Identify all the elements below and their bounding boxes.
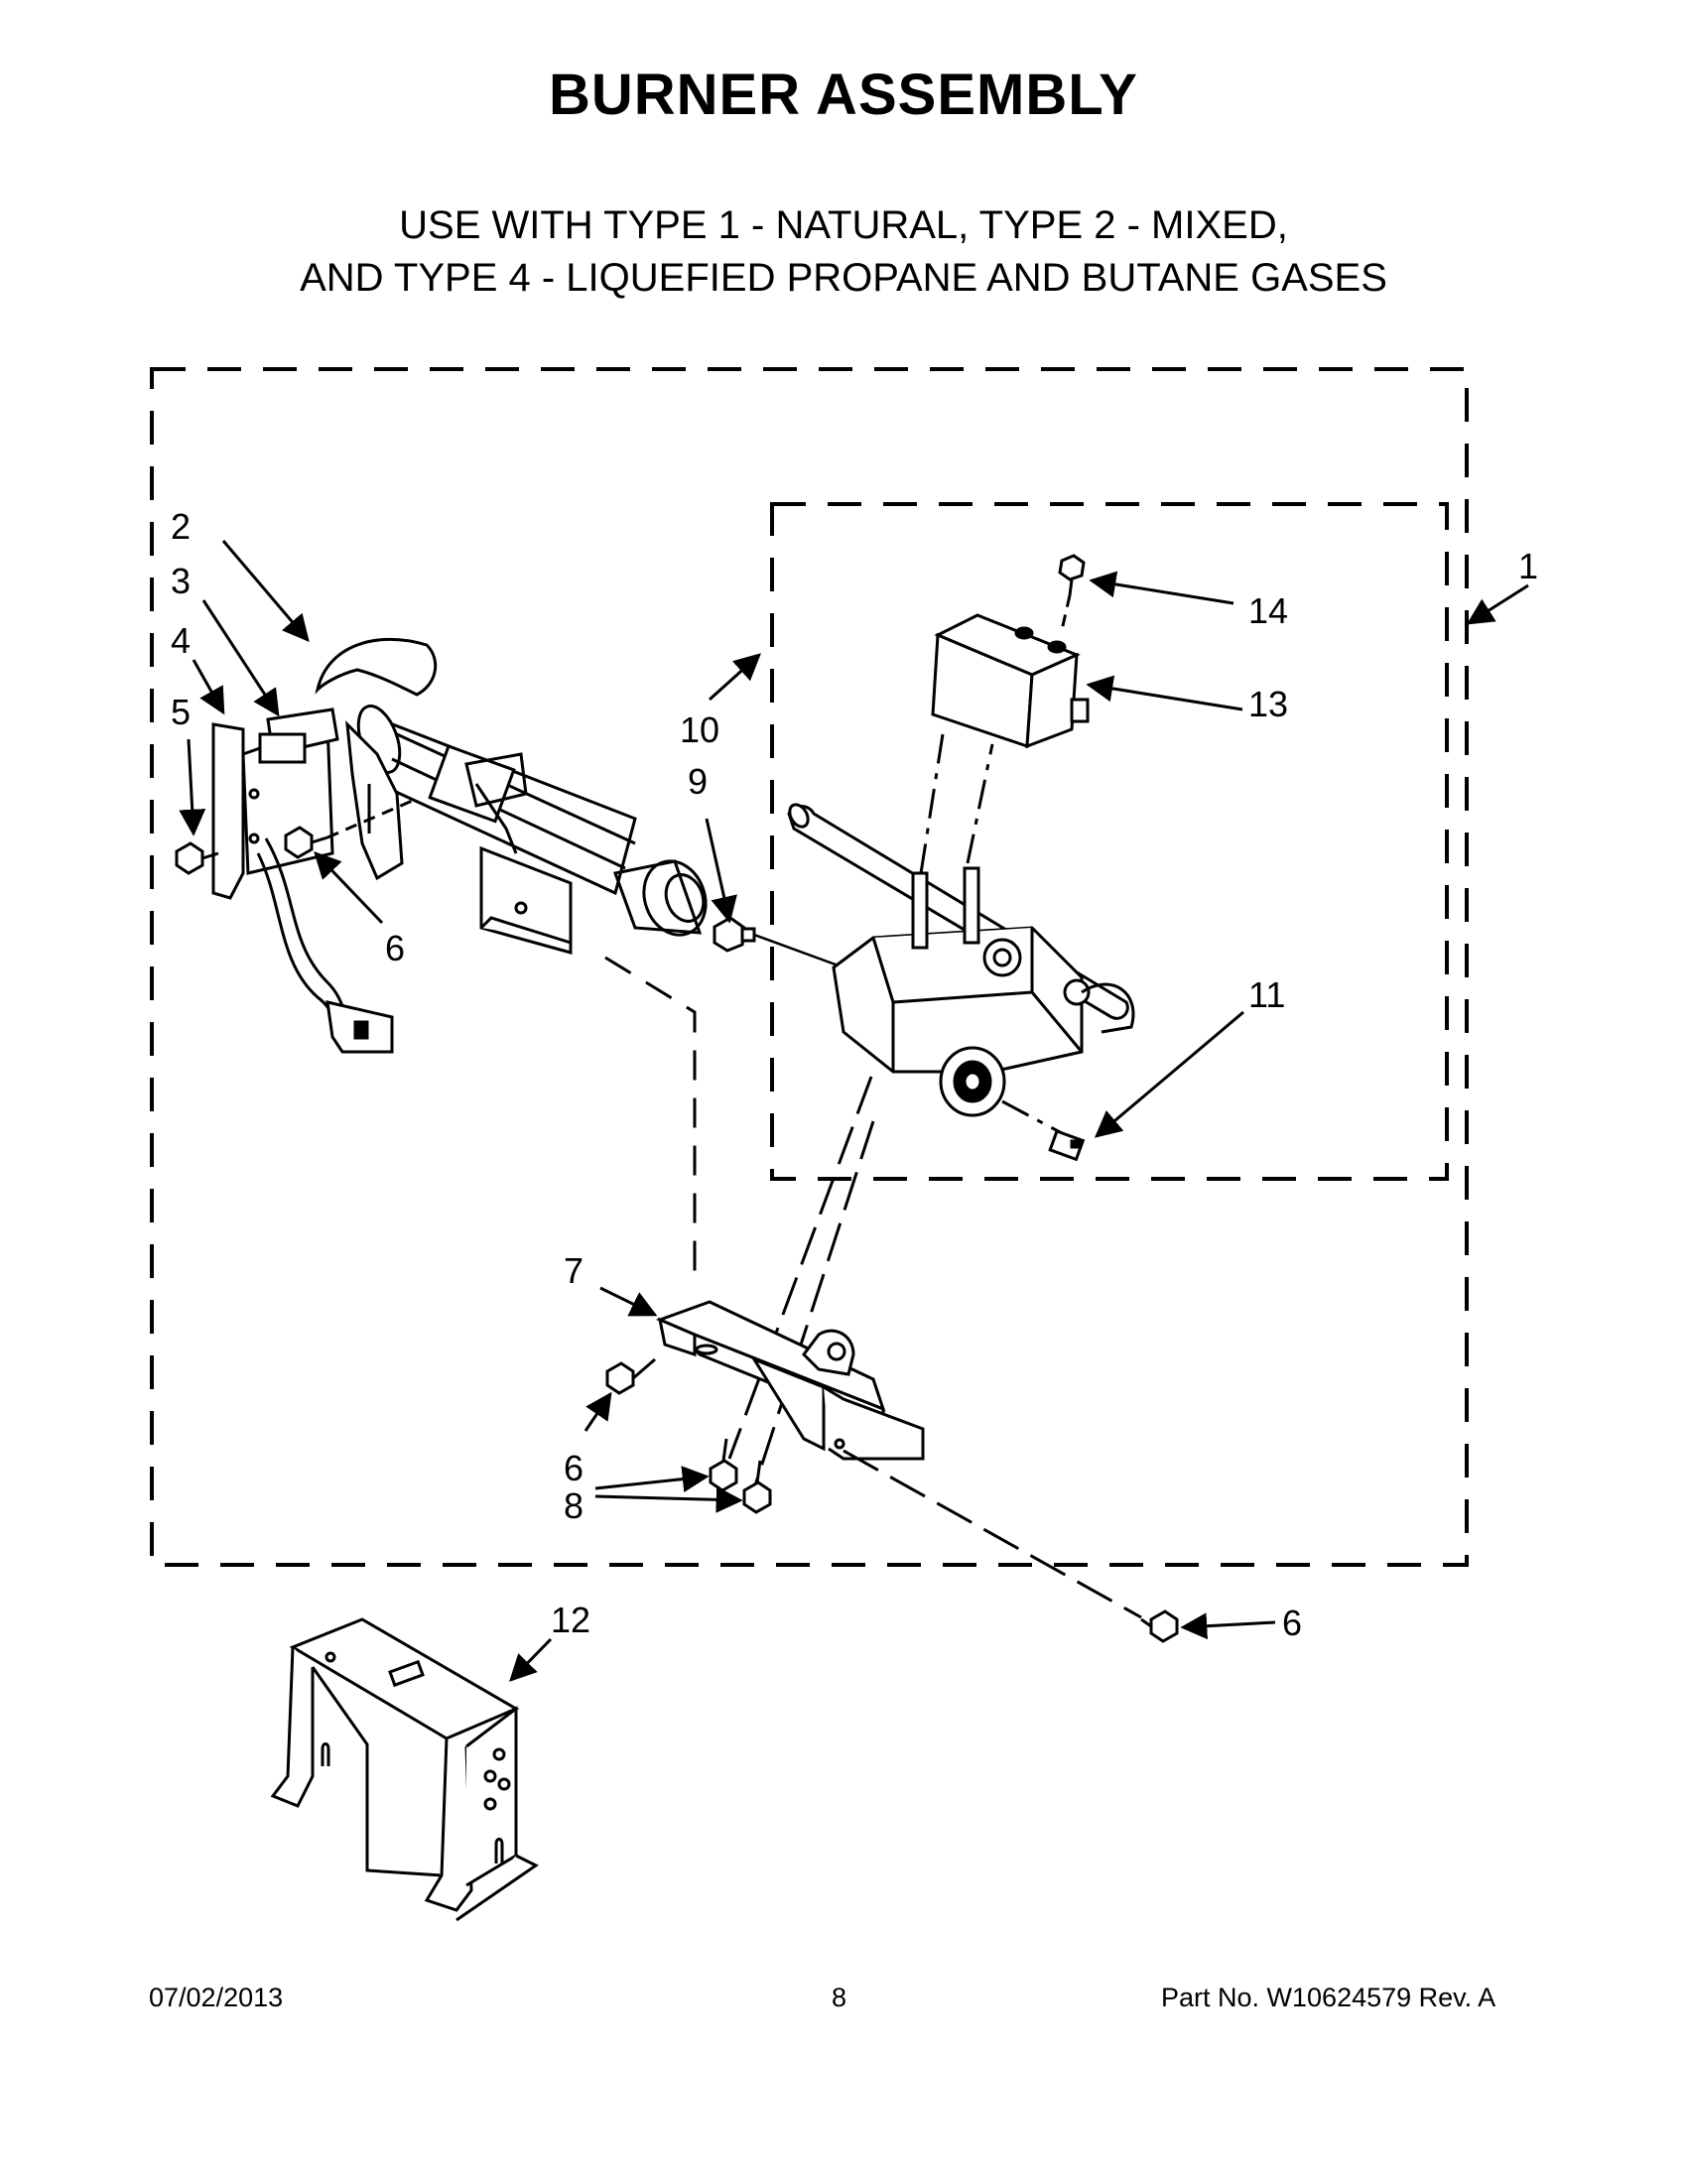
- subtitle-line-2: AND TYPE 4 - LIQUEFIED PROPANE AND BUTAN…: [300, 256, 1387, 300]
- callout-6-right: 6: [1282, 1603, 1302, 1643]
- callout-1: 1: [1518, 546, 1538, 586]
- footer-date: 07/02/2013: [149, 1983, 284, 2012]
- callout-2: 2: [171, 506, 191, 547]
- screw-6-right: [1140, 1609, 1179, 1643]
- callout-13: 13: [1248, 684, 1288, 724]
- callout-6-bracket: 6: [564, 1448, 584, 1488]
- screw-6-bracket: [605, 1357, 656, 1395]
- callout-4: 4: [171, 620, 191, 661]
- screw-14: [1058, 554, 1086, 596]
- footer-part-number: Part No. W10624579 Rev. A: [1161, 1983, 1496, 2012]
- inner-valve-boundary: [770, 502, 1449, 1181]
- callout-11: 11: [1248, 974, 1285, 1015]
- callout-14: 14: [1248, 590, 1288, 631]
- footer-page-number: 8: [832, 1983, 847, 2012]
- screw-8-b: [742, 1460, 772, 1514]
- mount-line-sensor: [604, 956, 697, 1280]
- page-title: BURNER ASSEMBLY: [548, 63, 1138, 127]
- outer-assembly-boundary: [150, 367, 1469, 1567]
- valve-connector: [1048, 1129, 1086, 1162]
- subtitle-line-1: USE WITH TYPE 1 - NATURAL, TYPE 2 - MIXE…: [399, 203, 1288, 247]
- screw-6-left: [284, 826, 328, 859]
- sensor-plate: [474, 783, 573, 955]
- mounting-bracket: [655, 1300, 925, 1461]
- solenoid-coil: [931, 613, 1090, 749]
- callout-6-left: 6: [385, 928, 405, 968]
- callout-labels: 1 2 3 4 5 6 6 6 7 8 9 10 11 12 13 14: [171, 506, 1538, 1643]
- callout-8: 8: [564, 1485, 584, 1526]
- igniter-wire: [256, 837, 394, 1054]
- screw-8-a: [709, 1438, 738, 1492]
- callout-leaders: [179, 540, 1529, 1682]
- callout-5: 5: [171, 692, 191, 732]
- burner-tube: [315, 637, 708, 937]
- callout-12: 12: [551, 1600, 590, 1640]
- gas-nozzle: [713, 916, 756, 953]
- callout-3: 3: [171, 561, 191, 601]
- callout-10: 10: [680, 709, 719, 750]
- callout-9: 9: [688, 761, 708, 802]
- callout-7: 7: [564, 1250, 584, 1291]
- gas-valve: [787, 803, 1135, 1117]
- screw-5: [175, 841, 219, 875]
- u-support-bracket: [270, 1617, 539, 1922]
